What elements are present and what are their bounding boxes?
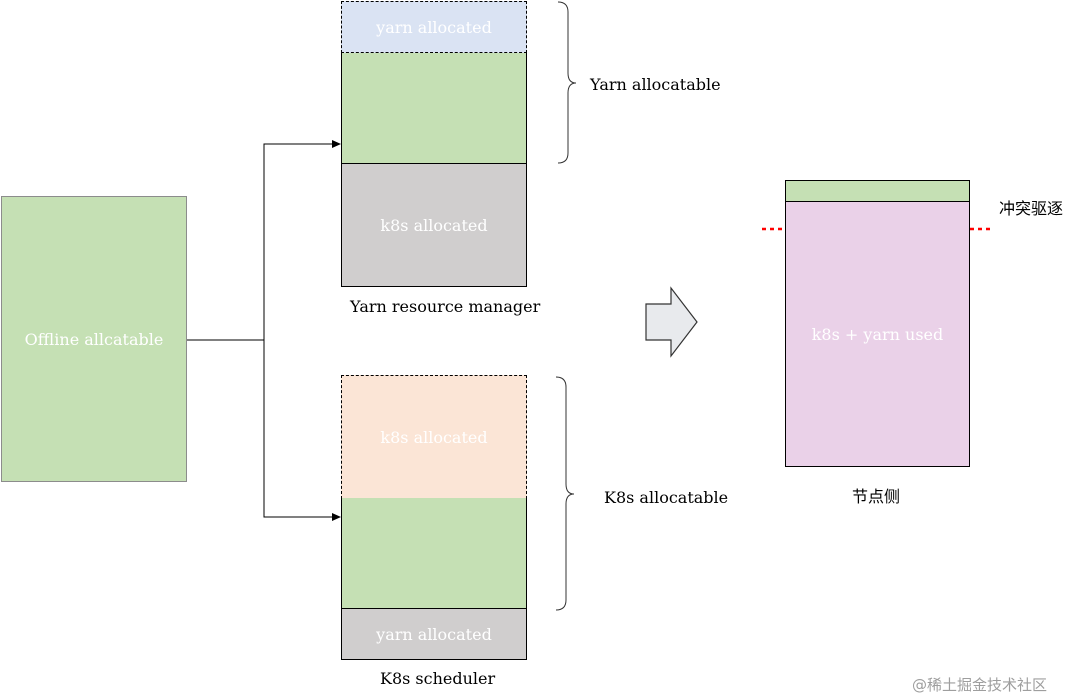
k8s-free-block	[341, 498, 527, 609]
node-used-label: k8s + yarn used	[811, 324, 944, 344]
yarn-rm-caption: Yarn resource manager	[350, 297, 541, 316]
right-arrow-icon	[645, 286, 698, 358]
offline-allocatable-label: Offline allcatable	[24, 329, 164, 349]
brace-yarn-allocatable	[557, 1, 577, 164]
k8s-allocated-block: k8s allocated	[341, 375, 527, 499]
brace-k8s-allocatable	[555, 376, 575, 611]
yarn-allocated-block: yarn allocated	[341, 608, 527, 660]
yarn-allocated-label: yarn allocated	[376, 624, 492, 644]
connector-line	[263, 340, 341, 521]
yarn-allocated-label: yarn allocated	[376, 17, 492, 37]
eviction-label: 冲突驱逐	[999, 199, 1064, 218]
offline-allocatable-block: Offline allcatable	[1, 196, 187, 482]
node-used-block: k8s + yarn used	[785, 201, 970, 467]
k8s-allocated-block: k8s allocated	[341, 163, 527, 287]
k8s-allocated-label: k8s allocated	[380, 427, 488, 447]
k8s-allocatable-label: K8s allocatable	[604, 488, 729, 507]
node-caption: 节点侧	[852, 487, 901, 506]
node-free-block	[785, 180, 970, 202]
k8s-scheduler-caption: K8s scheduler	[380, 669, 496, 688]
yarn-allocated-block: yarn allocated	[341, 1, 527, 53]
connector-line	[187, 140, 341, 341]
k8s-allocated-label: k8s allocated	[380, 215, 488, 235]
yarn-free-block	[341, 53, 527, 164]
yarn-allocatable-label: Yarn allocatable	[590, 75, 721, 94]
watermark: @稀土掘金技术社区	[912, 676, 1048, 694]
